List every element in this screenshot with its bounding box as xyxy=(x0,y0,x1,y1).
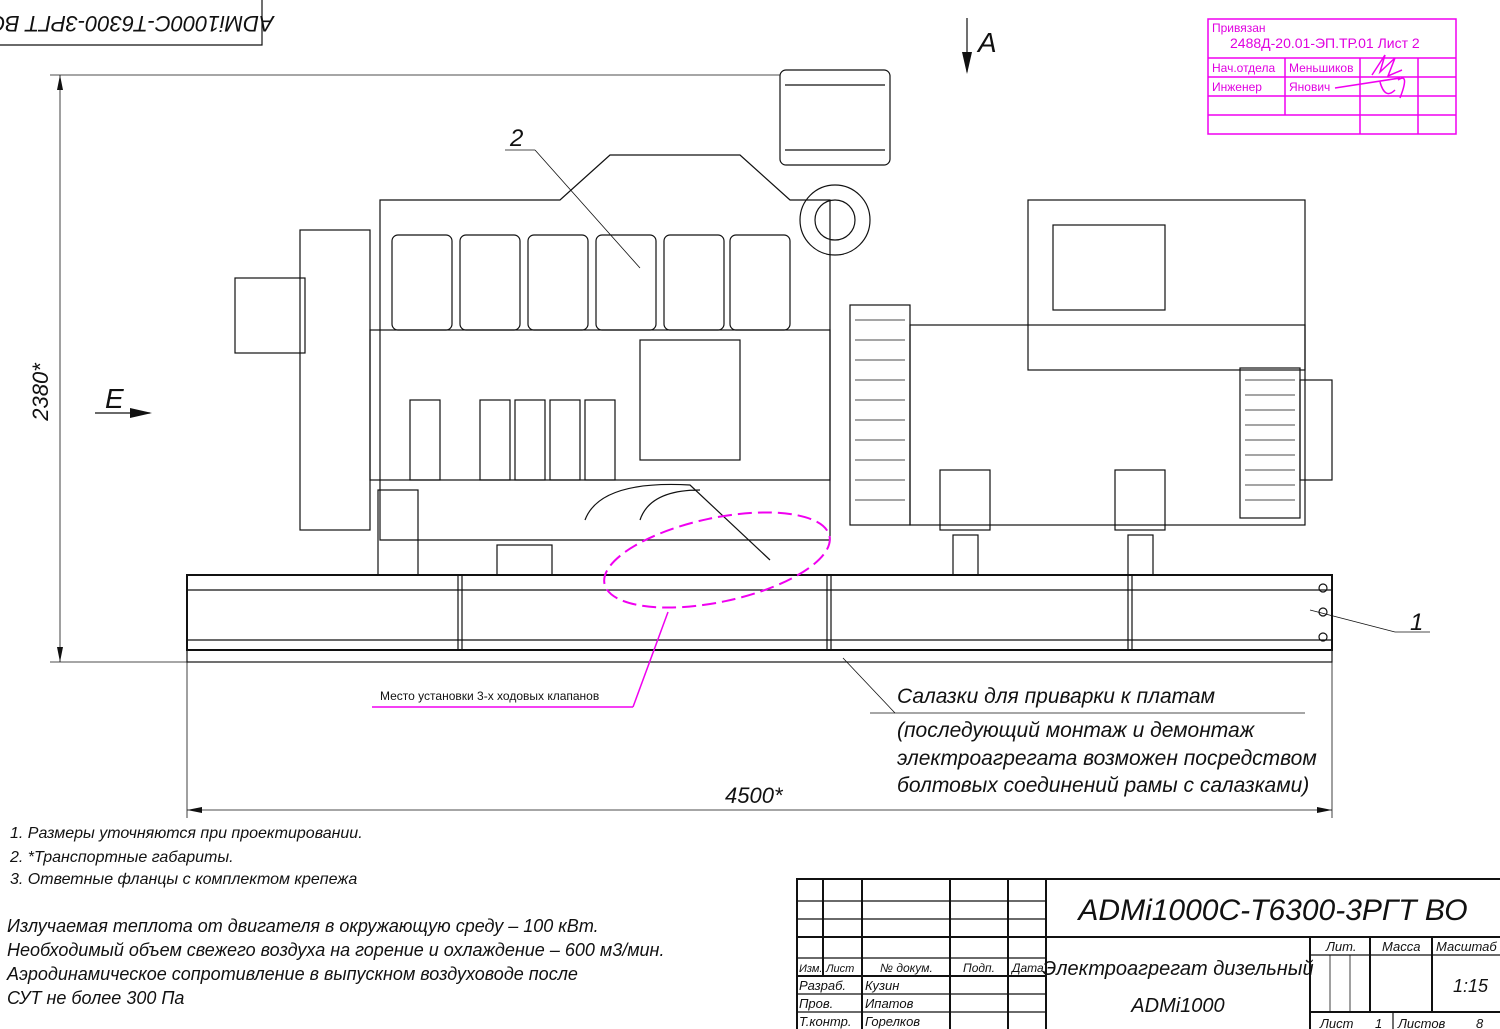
corner-label-box: ADMi1000C-T6300-3РГТ ВО xyxy=(0,0,276,46)
svg-text:1: 1 xyxy=(1375,1016,1382,1029)
svg-text:Листов: Листов xyxy=(1397,1016,1446,1029)
svg-text:Салазки для приварки к платам: Салазки для приварки к платам xyxy=(897,685,1215,708)
svg-text:Необходимый объем свежего возд: Необходимый объем свежего воздуха на гор… xyxy=(7,940,664,960)
svg-text:Привязан: Привязан xyxy=(1212,21,1266,35)
height-dimension-label: 2380* xyxy=(28,362,53,422)
approval-stamp: Привязан 2488Д-20.01-ЭП.ТР.01 Лист 2 Нач… xyxy=(1207,18,1457,135)
svg-text:Разраб.: Разраб. xyxy=(799,978,846,993)
svg-text:СУТ не более 300 Па: СУТ не более 300 Па xyxy=(7,988,184,1008)
svg-text:2: 2 xyxy=(509,125,523,152)
svg-text:1. Размеры уточняются при прое: 1. Размеры уточняются при проектировании… xyxy=(10,825,363,842)
svg-text:Е: Е xyxy=(105,383,124,414)
svg-text:Ипатов: Ипатов xyxy=(865,996,914,1011)
svg-text:Масштаб: Масштаб xyxy=(1436,939,1497,954)
valve-location-note: Место установки 3-х ходовых клапанов xyxy=(380,689,599,703)
svg-text:ADMi1000: ADMi1000 xyxy=(1130,995,1224,1017)
svg-text:Лит.: Лит. xyxy=(1325,939,1356,954)
callout-1: 1 xyxy=(1309,609,1430,636)
height-dimension: 2380* xyxy=(28,74,780,663)
title-block: ADMi1000C-T6300-3РГТ ВО Электроагрегат д… xyxy=(796,878,1500,1029)
svg-text:Лист: Лист xyxy=(1319,1016,1354,1029)
svg-text:Электроагрегат дизельный: Электроагрегат дизельный xyxy=(1042,958,1313,980)
svg-text:Нач.отдела: Нач.отдела xyxy=(1212,61,1275,75)
length-dimension: 4500* xyxy=(186,662,1333,818)
svg-text:Пров.: Пров. xyxy=(799,996,833,1011)
svg-text:1: 1 xyxy=(1410,609,1423,636)
signature-icon xyxy=(1334,54,1406,99)
svg-text:3. Ответные фланцы с комплекто: 3. Ответные фланцы с комплектом крепежа xyxy=(10,871,357,888)
corner-label: ADMi1000C-T6300-3РГТ ВО xyxy=(0,11,276,36)
diesel-engine xyxy=(234,69,891,576)
length-dimension-label: 4500* xyxy=(725,783,784,808)
svg-text:Масса: Масса xyxy=(1382,939,1420,954)
svg-text:А: А xyxy=(976,27,997,58)
svg-text:2. *Транспортные габариты.: 2. *Транспортные габариты. xyxy=(9,849,234,866)
view-arrow-a: А xyxy=(962,18,997,74)
skid-frame xyxy=(186,574,1333,663)
skid-note: Салазки для приварки к платам (последующ… xyxy=(842,657,1317,797)
svg-text:Дата: Дата xyxy=(1010,961,1044,975)
callout-2: 2 xyxy=(505,125,641,269)
designation: ADMi1000C-T6300-3РГТ ВО xyxy=(1076,894,1467,927)
generator xyxy=(849,199,1333,576)
valve-location-marker: Место установки 3-х ходовых клапанов xyxy=(372,511,831,708)
svg-text:(последующий монтаж и демонтаж: (последующий монтаж и демонтаж xyxy=(897,719,1256,742)
svg-text:Инженер: Инженер xyxy=(1212,80,1262,94)
svg-text:болтовых соединений рамы с сал: болтовых соединений рамы с салазками) xyxy=(897,774,1309,797)
svg-text:Излучаемая теплота от двигател: Излучаемая теплота от двигателя в окружа… xyxy=(7,916,599,936)
svg-text:№ докум.: № докум. xyxy=(880,961,933,975)
svg-text:Изм.: Изм. xyxy=(799,963,822,975)
svg-text:Горелков: Горелков xyxy=(865,1014,920,1029)
svg-text:Лист: Лист xyxy=(825,963,854,975)
view-arrow-e: Е xyxy=(95,383,152,418)
svg-text:Янович: Янович xyxy=(1289,80,1330,94)
svg-text:Подп.: Подп. xyxy=(963,961,995,975)
general-notes: 1. Размеры уточняются при проектировании… xyxy=(6,825,664,1008)
scale-value: 1:15 xyxy=(1453,976,1489,996)
svg-text:Т.контр.: Т.контр. xyxy=(799,1014,851,1029)
svg-text:2488Д-20.01-ЭП.ТР.01 Лист 2: 2488Д-20.01-ЭП.ТР.01 Лист 2 xyxy=(1230,35,1420,51)
svg-text:8: 8 xyxy=(1476,1016,1484,1029)
svg-text:Меньшиков: Меньшиков xyxy=(1289,61,1353,75)
svg-text:Аэродинамическое сопротивление: Аэродинамическое сопротивление в выпускн… xyxy=(6,964,578,984)
svg-text:Кузин: Кузин xyxy=(865,978,899,993)
svg-text:электроагрегата возможен посре: электроагрегата возможен посредством xyxy=(897,747,1317,770)
